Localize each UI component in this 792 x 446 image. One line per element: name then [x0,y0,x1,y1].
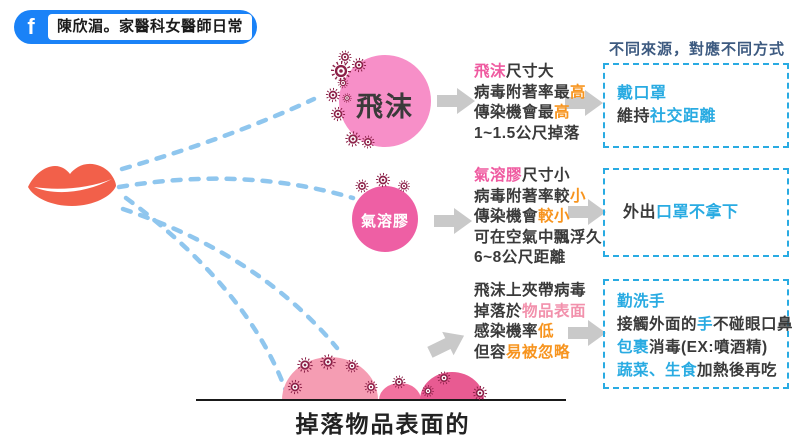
text-line: 氣溶膠尺寸小 [474,166,602,187]
virus-icon [398,180,410,192]
advice-segment: 不碰眼口鼻 [713,316,792,333]
text-line: 勤洗手 [617,290,787,313]
surface-blob-mid [379,383,421,400]
text-line: 1~1.5公尺掉落 [474,124,586,145]
droplet-description: 飛沫尺寸大 病毒附著率最高 傳染機會最高 1~1.5公尺掉落 [474,62,586,144]
spray-line-surface-2 [120,206,340,351]
desc-segment: 小 [570,187,587,205]
desc-segment: 病毒附著率最 [474,83,571,101]
desc-segment: 物品表面 [522,302,587,320]
virus-icon [338,50,352,64]
advice-segment: 外出 [623,204,657,221]
facebook-icon: f [27,14,35,39]
aerosol-description: 氣溶膠尺寸小 病毒附著率較小 傳染機會較小 可在空氣中飄浮久 6~8公尺距離 [474,166,602,269]
text-line: 飛沫尺寸大 [474,62,586,83]
desc-segment: 飛沫 [474,63,507,80]
droplet-circle [339,55,431,147]
spray-line-surface-1 [123,195,290,397]
text-line: 包裹消毒(EX:噴酒精) [617,336,787,359]
desc-segment: 飛沫上夾帶病毒 [474,282,587,299]
text-line: 飛沫上夾帶病毒 [474,281,586,302]
desc-segment: 感染機率 [474,323,539,340]
advice-segment: 包裹 [617,339,650,356]
virus-icon [345,131,361,147]
advice-segment: 勤洗手 [617,293,666,310]
desc-segment: 但容 [474,343,507,361]
surface-blob-dark [420,372,484,400]
desc-segment: 尺寸大 [506,63,555,80]
advice-segment: 社交距離 [650,108,717,125]
text-line: 傳染機會最高 [474,103,586,124]
text-line: 傳染機會較小 [474,207,602,228]
advice-segment: 加熱後再吃 [697,362,778,379]
surface-advice-box: 勤洗手 接觸外面的手不碰眼口鼻 包裹消毒(EX:噴酒精) 蔬菜、生食加熱後再吃 [603,279,792,389]
surface-description: 飛沫上夾帶病毒 掉落於物品表面 感染機率低 但容易被忽略 [474,281,586,363]
spray-line-aerosol [116,176,356,201]
surface-caption: 掉落物品表面的 [295,411,471,437]
advice-segment: 維持 [617,108,651,125]
arrow-up-right-icon [424,323,470,365]
desc-segment: 傳染機會最 [474,104,555,121]
text-line: 蔬菜、生食加熱後再吃 [617,359,787,382]
aerosol-label: 氣溶膠 [360,213,409,230]
virus-icon [375,172,391,188]
desc-segment: 高 [554,104,571,121]
text-line: 但容易被忽略 [474,343,586,364]
text-line: 可在空氣中飄浮久 [474,228,602,249]
desc-segment: 6~8公尺距離 [474,249,566,266]
advice-segment: 口罩不拿下 [656,204,739,221]
aerosol-advice-box: 外出口罩不拿下 [603,168,789,257]
advice-segment: 接觸外面的 [617,316,698,333]
text-line: 6~8公尺距離 [474,248,602,269]
virus-icon [355,179,369,193]
advice-segment: 手 [697,316,714,333]
text-line: 病毒附著率較小 [474,187,602,208]
advice-segment: 戴口罩 [617,85,667,102]
text-line: 維持社交距離 [617,105,787,128]
desc-segment: 氣溶膠 [474,167,523,184]
desc-segment: 尺寸小 [522,167,571,184]
badge-title: 陳欣湄。家醫科女醫師日常 [48,14,253,40]
droplet-label: 飛沫 [356,92,414,122]
header-note: 不同來源，對應不同方式 [608,41,785,58]
text-line: 戴口罩 [617,82,787,105]
desc-segment: 掉落於 [474,302,523,320]
lips-icon [28,163,116,206]
desc-segment: 病毒附著率較 [474,187,571,205]
advice-segment: 蔬菜、生食 [617,362,698,379]
desc-segment: 可在空氣中飄浮久 [474,228,603,246]
spray-line-droplet [119,96,317,172]
aerosol-circle [352,186,418,252]
text-line: 掉落於物品表面 [474,302,586,323]
droplet-advice-box: 戴口罩 維持社交距離 [603,63,789,148]
desc-segment: 1~1.5公尺掉落 [474,124,580,142]
desc-segment: 傳染機會 [474,208,539,225]
advice-segment: 消毒(EX:噴酒精) [649,339,768,356]
facebook-badge: f 陳欣湄。家醫科女醫師日常 [14,10,258,44]
text-line: 病毒附著率最高 [474,83,586,104]
surface-group [196,354,566,401]
desc-segment: 高 [570,83,587,101]
desc-segment: 較小 [538,208,571,225]
desc-segment: 低 [538,323,555,340]
text-line: 外出口罩不拿下 [623,201,739,224]
desc-segment: 易被忽略 [506,343,571,361]
text-line: 接觸外面的手不碰眼口鼻 [617,313,792,336]
text-line: 感染機率低 [474,322,586,343]
